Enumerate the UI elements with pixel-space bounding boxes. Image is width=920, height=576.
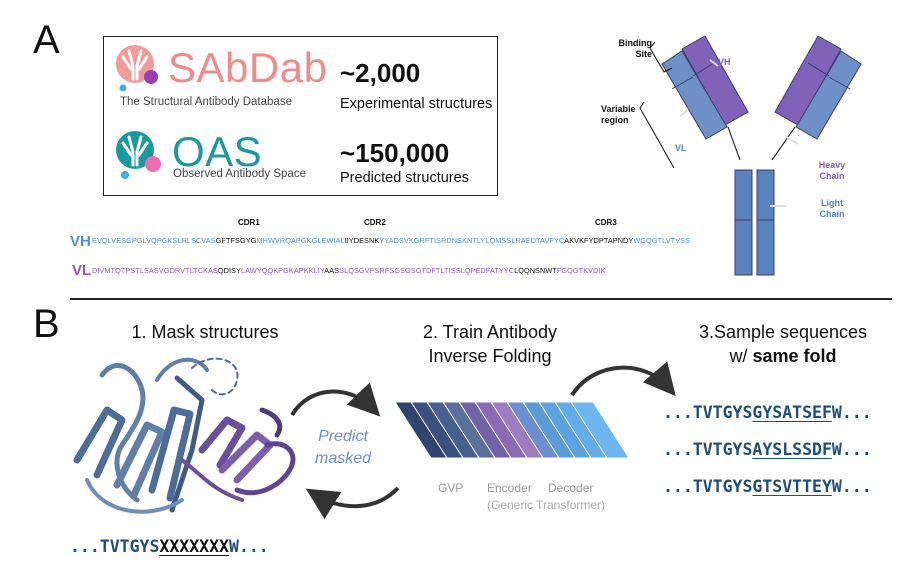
sample-arrow [570, 361, 676, 397]
sampled-sequence-3: ...TVTGYSGTSVTTEYW... [663, 477, 872, 496]
vh-cdr1: GFTFSGYG [215, 236, 257, 245]
vh-cdr2: IIYDESNK [344, 236, 380, 245]
step1-seq-masked: XXXXXXX [159, 537, 229, 556]
vl-label: VL [72, 262, 92, 279]
sampled-sequence-1: ...TVTGYSGYSATSEFW... [663, 403, 872, 422]
vh-cdr3: AKVKFYDPTAPNDY [564, 236, 634, 245]
vl-cdr1: QDISY [217, 266, 241, 275]
variable-region-label: Variable region [601, 104, 636, 125]
vl-fr3: SLQSGVPSRFSGSGSGTDFTLTISSLQPEDFATYYC [339, 266, 515, 275]
database-box [103, 36, 498, 196]
vh-label: VH [70, 233, 91, 250]
sabdab-logo-icon [116, 45, 158, 92]
oas-name: OAS [172, 128, 263, 175]
seq1-design: GYSATSEF [752, 403, 832, 422]
vl-cdr3: LQQNSNWT [514, 266, 557, 275]
predict-masked-label: Predict masked [300, 426, 386, 470]
step2-title: 2. Train Antibody Inverse Folding [370, 320, 610, 368]
left-vl-domain [661, 50, 728, 140]
vh-sequence: EVQLVESGPGLVQPGKSLRLSCVASGFTFSGYGMHWVRQA… [92, 236, 690, 245]
predict-line1: Predict [318, 428, 368, 445]
step3-title-prefix: w/ [729, 346, 753, 366]
seq2-suffix: W... [831, 440, 872, 459]
sample-arrow-icon [570, 361, 676, 397]
cdr2-label: CDR2 [364, 218, 386, 227]
panel-divider [70, 298, 892, 300]
panel-a-letter: A [33, 18, 60, 62]
predict-line2: masked [314, 450, 372, 467]
vh-fr2: MHWVRQAPGKGLEWIAL [256, 236, 345, 245]
seq1-prefix: ...TVTGYS [663, 403, 753, 422]
oas-subtitle: Observed Antibody Space [173, 168, 306, 180]
step2-title-line1: 2. Train Antibody [422, 322, 558, 342]
sabdab-count-label: Experimental structures [340, 96, 493, 112]
cycle-arrows [290, 382, 400, 520]
cdr1-label: CDR1 [238, 218, 260, 227]
sampled-sequence-2: ...TVTGYSAYSLSSDFW... [663, 440, 872, 459]
antibody-diagram [639, 35, 862, 276]
seq1-suffix: W... [831, 403, 872, 422]
seq3-prefix: ...TVTGYS [663, 477, 753, 496]
sabdab-subtitle: The Structural Antibody Database [120, 96, 292, 108]
step3-title: 3.Sample sequences w/ same fold [668, 320, 898, 368]
light-chain-label: Light Chain [819, 198, 845, 219]
binding-site-label: Binding Site [618, 38, 653, 59]
vh-fr1: EVQLVESGPGLVQPGKSLRLSCVAS [92, 236, 216, 245]
forward-arrow-icon [290, 382, 381, 417]
step2-title-line2: Inverse Folding [428, 346, 552, 366]
seq2-design: AYSLSSDF [752, 440, 832, 459]
backward-arrow-icon [305, 486, 400, 520]
step1-seq-prefix: ...TVTGYS [70, 537, 160, 556]
vl-domain-label: VL [675, 143, 687, 153]
vl-fr4: FGQGTKVDIK [556, 266, 606, 275]
right-vl-domain [795, 50, 862, 140]
step1-title: 1. Mask structures [131, 322, 279, 342]
step3-title-line2: w/ same fold [668, 344, 898, 368]
layer-slab [570, 401, 630, 459]
left-fc-stem [734, 169, 753, 276]
seq3-suffix: W... [831, 477, 872, 496]
seq2-prefix: ...TVTGYS [663, 440, 753, 459]
generic-transformer-label: (Generic Transformer) [487, 498, 606, 512]
heavy-chain-label: Heavy Chain [818, 160, 846, 181]
step3-title-line1: 3.Sample sequences [698, 322, 868, 342]
step3-title-bold: same fold [752, 346, 837, 366]
right-fc-stem [756, 169, 775, 276]
model-layer-stack [394, 401, 630, 459]
vh-domain-label: VH [718, 57, 731, 67]
panel-b-letter: B [33, 302, 60, 346]
oas-count-label: Predicted structures [340, 170, 469, 186]
decoder-label: Decoder [548, 481, 594, 495]
vl-fr1: DIVMTQTPSTLSASVGDRVTLTCKAS [92, 266, 218, 275]
vl-fr2: LAWYQQKPGKAPKKLIY [241, 266, 325, 275]
encoder-label: Encoder [487, 481, 532, 495]
protein-structure-icon [73, 357, 296, 514]
vl-sequence: DIVMTQTPSTLSASVGDRVTLTCKASQDISYLAWYQQKPG… [92, 266, 606, 275]
oas-count: ~150,000 [340, 138, 450, 168]
sabdab-name: SAbDab [168, 44, 328, 91]
step1-seq-suffix: W... [228, 537, 269, 556]
cdr3-label: CDR3 [595, 218, 617, 227]
vl-cdr2: AAS [324, 266, 340, 275]
vh-fr4: WGQGTLVTVSS [633, 236, 691, 245]
gvp-label: GVP [438, 481, 464, 495]
vh-fr3: YYADSVKGRFTISRDNSKNTLYLQMSSLRAEDTAVFYC [379, 236, 565, 245]
step1-masked-sequence: ...TVTGYSXXXXXXXW... [70, 537, 269, 556]
sabdab-count: ~2,000 [340, 58, 421, 88]
oas-logo-icon [116, 131, 161, 179]
seq3-design: GTSVTTEY [752, 477, 832, 496]
